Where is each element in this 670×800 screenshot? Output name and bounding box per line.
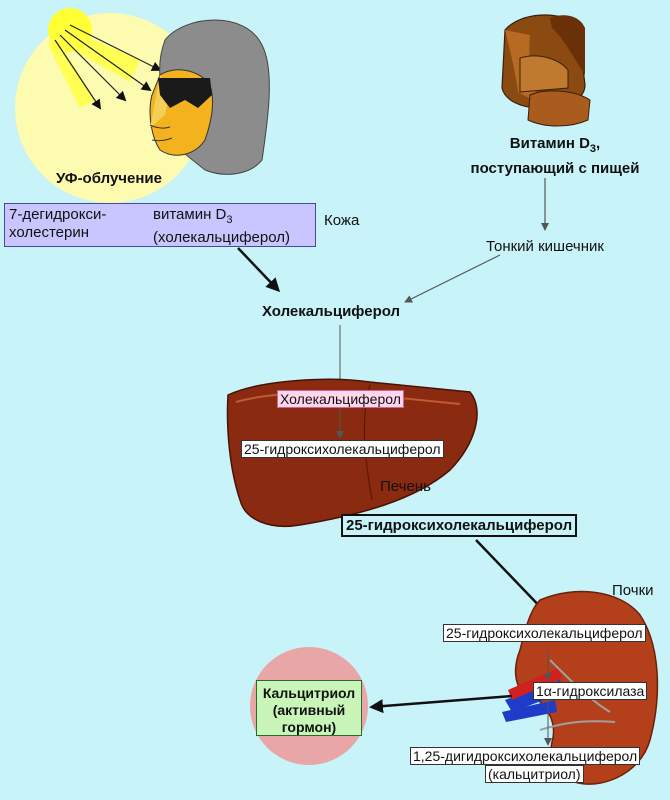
enzyme-suffix: -гидроксилаза (551, 683, 645, 699)
skin-product-line2: (холекальциферол) (153, 229, 290, 246)
skin-precursor-line2: холестерин (9, 224, 89, 241)
liver-label: Печень (380, 478, 431, 495)
calcitriol-line1: Кальцитриол (262, 685, 356, 701)
food-sub: 3 (589, 143, 597, 155)
bread-illustration (501, 14, 591, 127)
calcitriol-box: Кальцитриол (активный гормон) (256, 680, 362, 736)
food-line1-suffix: , (596, 135, 601, 152)
hydroxy-label: 25-гидроксихолекальциферол (341, 514, 578, 537)
calcitriol-line2: (активный (272, 702, 346, 718)
skin-precursor-line1: 7-дегидрокси- (9, 206, 107, 223)
enzyme-greek: α (543, 683, 552, 699)
sun-illustration (15, 8, 205, 203)
food-line1: Витамин D (509, 135, 590, 152)
skin-product: витамин D3 (холекальциферол) (153, 206, 290, 247)
food-vitamin-label: Витамин D3, поступающий с пищей (455, 134, 655, 179)
person-illustration (149, 19, 270, 175)
liver-output-tag: 25-гидроксихолекальциферол (241, 440, 444, 458)
skin-product-line1: витамин D (153, 206, 227, 223)
skin-label: Кожа (324, 212, 360, 229)
calcitriol-line3: гормон) (281, 719, 337, 735)
kidney-input-tag: 25-гидроксихолекальциферол (443, 624, 646, 642)
kidney-product-tag-2: (кальцитриол) (485, 765, 584, 783)
kidney-product-tag: 1,25-дигидроксихолекальциферол (410, 747, 641, 765)
skin-precursor: 7-дегидрокси- холестерин (9, 206, 106, 242)
skin-process-box: 7-дегидрокси- холестерин витамин D3 (хол… (4, 203, 316, 247)
kidney-label: Почки (612, 582, 654, 599)
cholecalciferol-label: Холекальциферол (262, 303, 401, 320)
skin-product-sub: 3 (226, 214, 233, 226)
enzyme-prefix: 1 (536, 683, 544, 699)
food-line2: поступающий с пищей (470, 160, 640, 177)
kidney-enzyme-tag: 1α-гидроксилаза (533, 682, 648, 700)
uv-label: УФ-облучение (56, 170, 162, 187)
liver-input-tag: Холекальциферол (277, 390, 404, 408)
intestine-label: Тонкий кишечник (486, 238, 604, 255)
